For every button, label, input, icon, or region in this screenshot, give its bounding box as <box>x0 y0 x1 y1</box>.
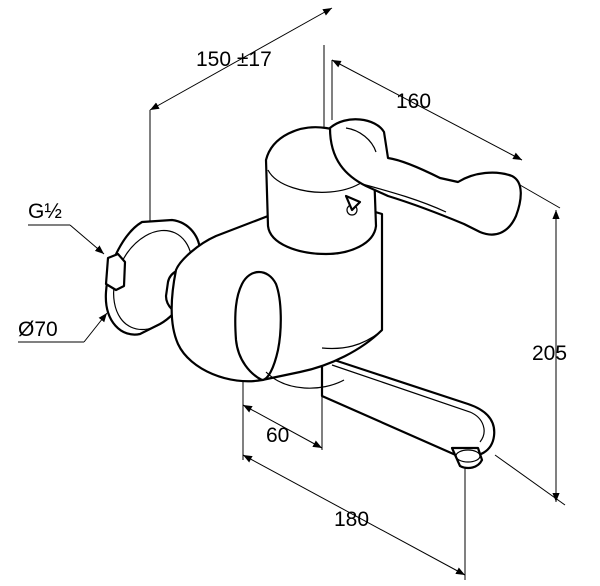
dimension-line-width <box>149 7 333 111</box>
dimension-line-depth <box>331 59 523 161</box>
dimension-height: 205 <box>532 342 567 365</box>
dimension-line-total-depth <box>242 454 466 576</box>
spout <box>320 354 496 470</box>
faucet <box>104 118 522 470</box>
dimension-spout-offset: 60 <box>266 424 289 447</box>
dimension-total-depth: 180 <box>334 508 369 531</box>
dimension-lines <box>18 7 560 576</box>
label-thread: G½ <box>28 200 62 223</box>
lever-handle <box>328 118 522 236</box>
dimension-line-spout-offset <box>242 404 323 449</box>
dimension-depth: 160 <box>396 90 431 113</box>
dimension-width-tolerance: 150 ±17 <box>196 48 272 71</box>
label-rosette-diameter: Ø70 <box>18 318 58 341</box>
